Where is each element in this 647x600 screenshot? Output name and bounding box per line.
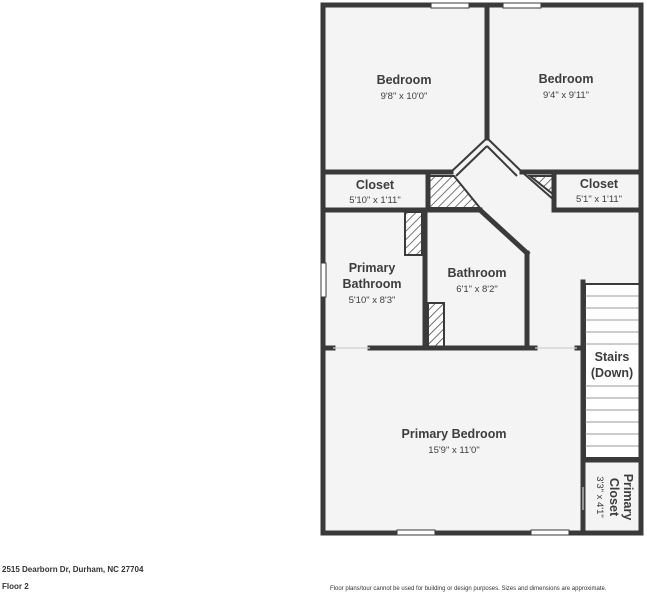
disclaimer: Floor plans/tour cannot be used for buil… — [330, 586, 607, 592]
bedroom-2-dims: 9'4" x 9'11" — [543, 90, 589, 101]
primary-bathroom-dims: 5'10" x 8'3" — [349, 295, 396, 306]
primary-closet-dims: 3'3" x 4'1" — [594, 476, 605, 518]
closet-2-name: Closet — [580, 177, 619, 191]
bedroom-1-name: Bedroom — [377, 73, 432, 87]
stairs-name-1: Stairs — [595, 350, 630, 364]
primary-bathroom-name-1: Primary — [349, 261, 396, 275]
bathroom-dims: 6'1" x 8'2" — [456, 284, 498, 295]
primary-closet-name-2: Closet — [607, 478, 621, 517]
primary-bedroom-dims: 15'9" x 11'0" — [428, 445, 479, 456]
stairs-name-2: (Down) — [591, 366, 633, 380]
bedroom-2-name: Bedroom — [539, 72, 594, 86]
closet-1-dims: 5'10" x 1'11" — [349, 195, 400, 206]
windows — [320, 2, 570, 536]
room-labels: Bedroom 9'8" x 10'0" Bedroom 9'4" x 9'11… — [342, 72, 635, 520]
primary-closet-name-1: Primary — [621, 474, 635, 521]
bedroom-1-dims: 9'8" x 10'0" — [381, 91, 428, 102]
bathroom-name: Bathroom — [447, 266, 506, 280]
closet-1-name: Closet — [356, 178, 395, 192]
primary-bathroom-name-2: Bathroom — [342, 277, 401, 291]
hall-angle-walls — [450, 137, 555, 201]
primary-bedroom-name: Primary Bedroom — [402, 427, 507, 441]
floor-label: Floor 2 — [2, 582, 29, 591]
primary-closet-label: Primary Closet 3'3" x 4'1" — [594, 474, 635, 521]
doorways — [333, 347, 584, 510]
property-address: 2515 Dearborn Dr, Durham, NC 27704 — [2, 565, 144, 574]
closet-2-dims: 5'1" x 1'11" — [576, 194, 622, 205]
stairs-treads — [584, 283, 641, 459]
